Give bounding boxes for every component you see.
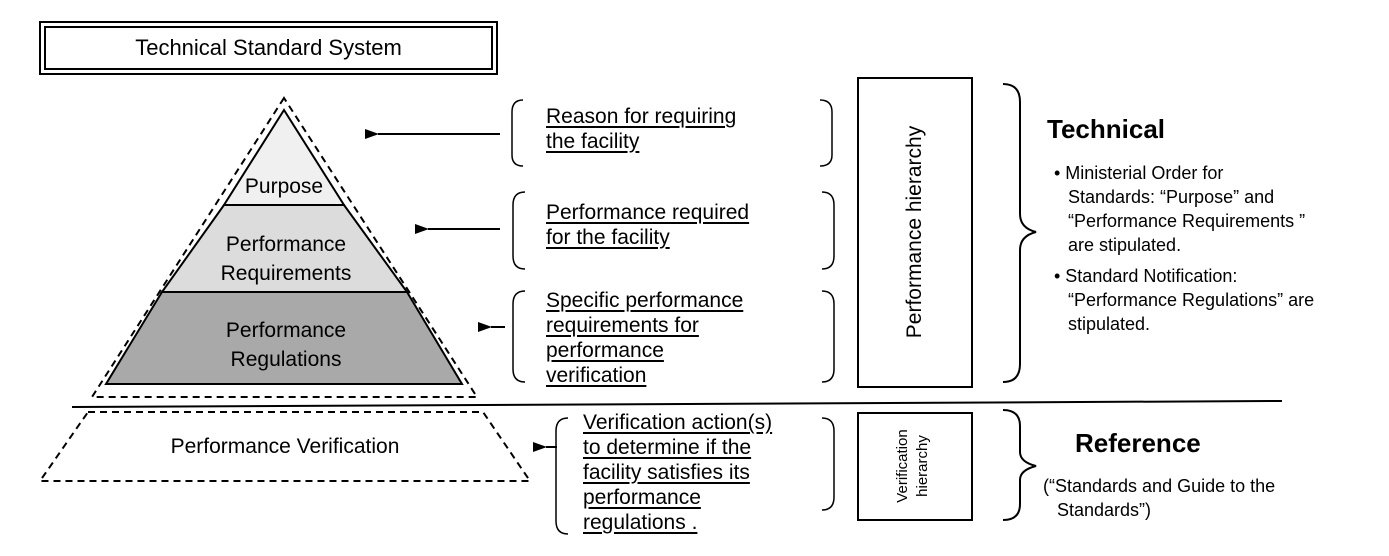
performance-hierarchy-label: Performance hierarchy — [903, 125, 926, 339]
technical-bullet-1: • Ministerial Order for Standards: “Purp… — [1054, 161, 1384, 257]
bracket-purpose-left — [511, 99, 524, 167]
pyramid-regulations-line2: Regulations — [230, 348, 342, 371]
reference-line2: Standards”) — [1057, 500, 1152, 520]
reference-heading: Reference — [1075, 428, 1201, 458]
description-verification-line1: Verification action(s) — [583, 411, 773, 434]
pyramid-tier-purpose — [222, 108, 346, 206]
description-purpose-line1: Reason for requiring — [546, 105, 737, 128]
verification-trapezoid — [38, 411, 532, 482]
description-verification-line5: regulations . — [583, 511, 698, 534]
technical-bullet-1-line1: • Ministerial Order for — [1054, 163, 1224, 183]
verification-hierarchy-line1: Verification — [894, 429, 911, 503]
technical-bullet-1-line3: “Performance Requirements ” — [1068, 211, 1306, 231]
bracket-verification-right — [821, 417, 835, 511]
verification-hierarchy-label: Verification hierarchy — [893, 416, 937, 516]
technical-bullet-1-line4: are stipulated. — [1068, 235, 1182, 255]
reference-brace — [1002, 409, 1037, 521]
technical-brace — [1002, 83, 1037, 383]
title-box-outer — [39, 21, 498, 75]
performance-hierarchy-box — [857, 77, 973, 388]
description-regulations-line1: Specific performance — [546, 289, 744, 312]
reference-line1: (“Standards and Guide to the — [1043, 476, 1276, 496]
description-regulations: Specific performance requirements for pe… — [546, 288, 816, 388]
technical-heading: Technical — [1047, 114, 1166, 144]
pyramid-purpose-label: Purpose — [244, 175, 324, 198]
diagram-title: Technical Standard System — [135, 35, 402, 60]
bracket-verification-left — [555, 417, 569, 535]
description-requirements-line1: Performance required — [546, 201, 750, 224]
description-regulations-line4: verification — [546, 364, 647, 387]
pyramid-dashed-outline — [90, 96, 479, 398]
description-purpose-line2: the facility — [546, 130, 640, 153]
pyramid-verification-label: Performance Verification — [170, 435, 400, 458]
description-requirements-line2: for the facility — [546, 226, 670, 249]
bracket-regulations-right — [821, 290, 835, 383]
bracket-regulations-left — [512, 290, 526, 383]
reference-text: (“Standards and Guide to the Standards”) — [1043, 474, 1373, 522]
description-verification-line3: facility satisfies its — [583, 461, 750, 484]
technical-bullet-2-line1: • Standard Notification: — [1054, 266, 1238, 286]
description-regulations-line3: performance — [546, 339, 664, 362]
pyramid-requirements-line1: Performance — [225, 233, 347, 256]
bracket-requirements-right — [821, 191, 835, 270]
pyramid-requirements-label: Performance Requirements — [186, 230, 386, 288]
bracket-requirements-left — [512, 191, 526, 270]
description-regulations-line2: requirements for — [546, 314, 699, 337]
technical-bullet-2-line3: stipulated. — [1068, 314, 1151, 334]
technical-bullet-2-line2: “Performance Regulations” are — [1068, 290, 1315, 310]
description-verification-line4: performance — [583, 486, 701, 509]
technical-bullet-2: • Standard Notification: “Performance Re… — [1054, 264, 1384, 336]
bracket-purpose-right — [819, 99, 833, 167]
verification-hierarchy-line2: hierarchy — [914, 435, 931, 497]
description-verification-line2: to determine if the — [583, 436, 752, 459]
description-verification: Verification action(s) to determine if t… — [583, 410, 833, 535]
description-purpose: Reason for requiring the facility — [546, 104, 816, 154]
separator-line — [71, 400, 1283, 408]
description-requirements: Performance required for the facility — [546, 200, 816, 250]
pyramid-requirements-line2: Requirements — [220, 262, 352, 285]
pyramid-regulations-line1: Performance — [225, 319, 347, 342]
verification-hierarchy-box — [857, 412, 973, 521]
pyramid-regulations-label: Performance Regulations — [186, 316, 386, 374]
title-box-inner — [44, 26, 493, 70]
technical-bullet-1-line2: Standards: “Purpose” and — [1068, 187, 1275, 207]
